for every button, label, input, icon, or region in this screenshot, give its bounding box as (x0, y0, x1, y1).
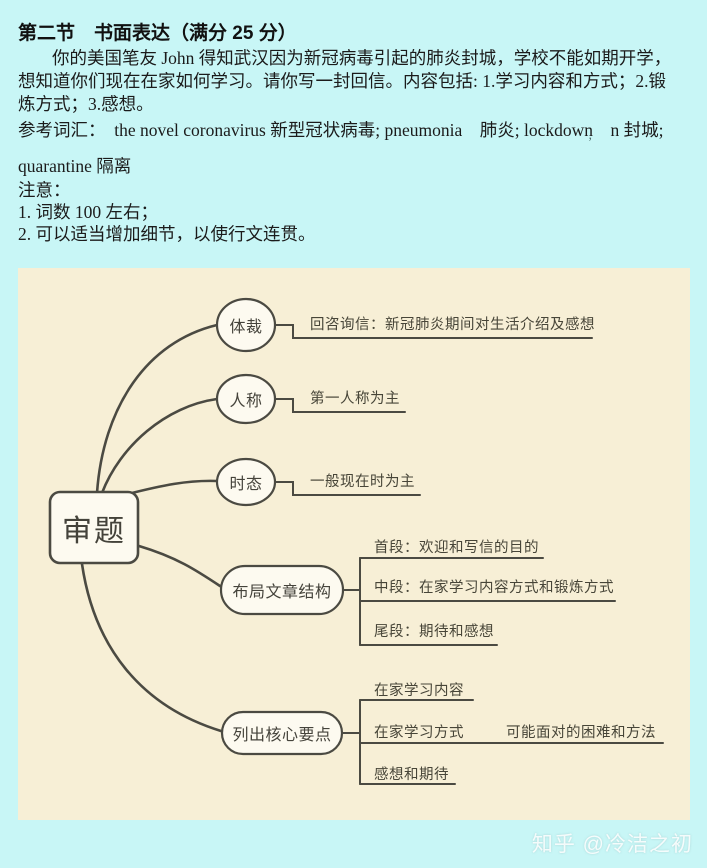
vocab-line: 参考词汇： the novel coronavirus 新型冠状病毒; pneu… (18, 120, 664, 140)
genre-node-shape (215, 297, 277, 353)
genre-branch-line (273, 324, 593, 339)
person-node-shape (215, 373, 277, 425)
root-branch-curves (80, 323, 223, 733)
mindmap-node-person: 人称 (229, 393, 263, 410)
watermark: 知乎 @冷洁之初 (531, 833, 693, 856)
note-2: 2. 可以适当增加细节，以使行文连贯。 (18, 224, 316, 244)
mindmap-node-tense: 时态 (229, 476, 263, 493)
branch-lines (273, 324, 664, 785)
points-child-study-method: 在家学习方式 (374, 725, 464, 741)
notes-label: 注意： (18, 180, 71, 200)
root-node-shape (48, 490, 140, 565)
node-shapes (48, 297, 345, 756)
question-line-1: 你的美国笔友 John 得知武汉因为新冠病毒引起的肺炎封城，学校不能如期开学， (52, 48, 672, 68)
mindmap-node-points: 列出核心要点 (232, 727, 332, 744)
curve-to-genre (95, 323, 219, 495)
layout-child-last-paragraph: 尾段：期待和感想 (374, 624, 494, 640)
tense-node-shape (215, 457, 277, 507)
mindmap-panel: 审题 体裁 人称 时态 布局文章结构 列出核心要点 回咨询信：新冠肺炎期间对生活… (18, 268, 690, 820)
mindmap-root-node: 审题 (62, 514, 126, 548)
curve-to-person (100, 397, 219, 495)
genre-detail-label: 回咨询信：新冠肺炎期间对生活介绍及感想 (310, 317, 595, 333)
layout-child-first-paragraph: 首段：欢迎和写信的目的 (374, 540, 539, 556)
points-node-shape (220, 710, 344, 756)
mindmap-node-genre: 体裁 (229, 319, 263, 336)
tense-branch-line (273, 481, 421, 496)
stray-mark: ’ (588, 134, 593, 149)
note-1: 1. 词数 100 左右； (18, 202, 158, 222)
points-subnote-difficulties: 可能面对的困难和方法 (506, 725, 656, 741)
layout-child-middle-paragraph: 中段：在家学习内容方式和锻炼方式 (374, 580, 614, 596)
vocab-line-2: quarantine 隔离 (18, 156, 132, 176)
question-line-2: 想知道你们现在在家如何学习。请你写一封回信。内容包括: 1.学习内容和方式；2.… (18, 71, 666, 91)
layout-node-shape (219, 564, 345, 616)
section-title: 第二节 书面表达（满分 25 分） (18, 23, 297, 44)
curve-to-layout (137, 544, 222, 588)
exam-question-block: 第二节 书面表达（满分 25 分） 你的美国笔友 John 得知武汉因为新冠病毒… (0, 0, 707, 260)
person-detail-label: 第一人称为主 (310, 391, 400, 407)
curve-to-points (80, 562, 223, 733)
curve-to-tense (122, 479, 219, 497)
mindmap-node-layout: 布局文章结构 (232, 584, 332, 601)
mindmap-connectors (48, 297, 664, 785)
points-child-feelings: 感想和期待 (374, 767, 449, 783)
points-child-study-content: 在家学习内容 (374, 683, 464, 699)
tense-detail-label: 一般现在时为主 (310, 474, 415, 490)
question-line-3: 炼方式；3.感想。 (18, 94, 154, 114)
person-branch-line (273, 398, 406, 413)
